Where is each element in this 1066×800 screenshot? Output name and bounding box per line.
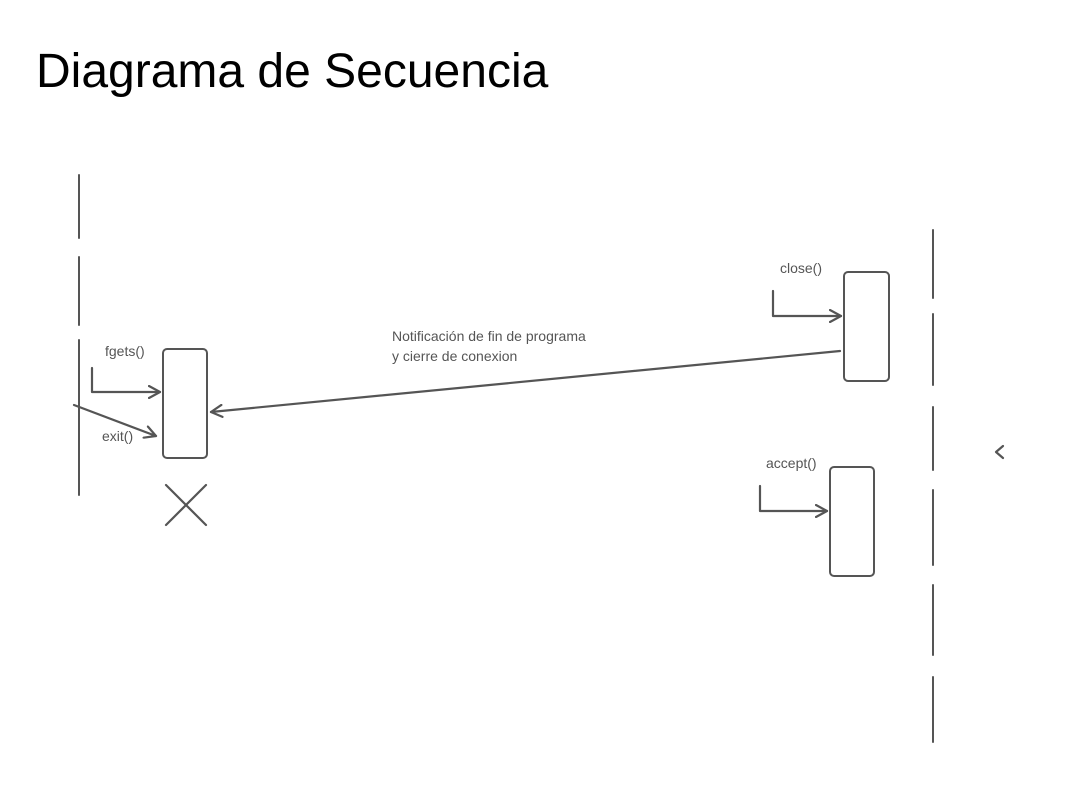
server-accept-activation-box (829, 466, 875, 577)
close-message-arrow (771, 289, 843, 316)
exit-label: exit() (102, 428, 133, 444)
fgets-label: fgets() (105, 343, 145, 359)
partial-arrow-icon (994, 444, 1005, 460)
close-label: close() (780, 260, 822, 276)
accept-label: accept() (766, 455, 817, 471)
server-close-activation-box (843, 271, 890, 382)
notification-label-line1: Notificación de fin de programa (392, 328, 586, 344)
notification-message-arrow (209, 349, 842, 412)
destroy-x-icon (164, 483, 208, 527)
notification-label-line2: y cierre de conexion (392, 348, 517, 364)
fgets-message-arrow (90, 366, 162, 392)
exit-message-arrow (72, 403, 158, 436)
client-activation-box (162, 348, 208, 459)
page-title: Diagrama de Secuencia (36, 45, 549, 98)
accept-message-arrow (758, 484, 829, 511)
